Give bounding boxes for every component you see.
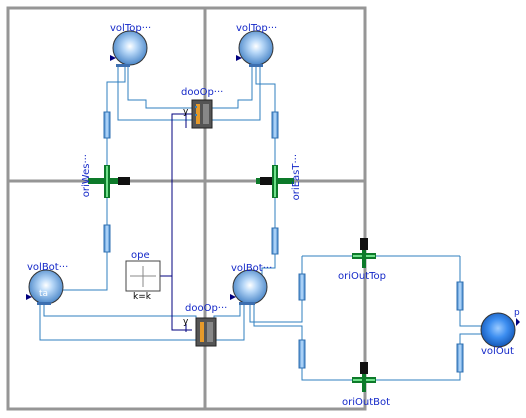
label-ope: ope (131, 250, 150, 261)
label-vol-top-west: volTop··· (110, 23, 152, 34)
label-orifice-east: oriEasT··· (291, 154, 302, 201)
label-vol-bot-west-port: ta (39, 289, 49, 299)
room-walls (6, 6, 367, 411)
pipe-resistance-west-lower[interactable] (103, 224, 111, 253)
door-bottom[interactable] (195, 317, 217, 347)
label-door-bottom: dooOp··· (185, 303, 228, 314)
label-ope-param: k=k (133, 292, 151, 302)
label-orifice-west: oriWes··· (81, 154, 92, 198)
volume-top-west[interactable] (110, 30, 148, 67)
pipe-resistance-east-upper[interactable] (271, 111, 279, 139)
orifice-west[interactable] (88, 165, 130, 198)
volume-bottom-west[interactable] (26, 269, 64, 305)
pipe-resistance-outlet-top-left[interactable] (298, 273, 306, 301)
label-orifice-outlet-bot: oriOutBot (342, 397, 391, 408)
label-vol-bot-west: volBot··· (27, 262, 69, 273)
label-door-top: dooOp··· (181, 87, 224, 98)
orifice-outlet-bot[interactable] (352, 362, 376, 392)
pipe-resistance-outlet-top-right[interactable] (456, 281, 464, 311)
orifice-outlet-top[interactable] (352, 238, 376, 268)
volume-outlet[interactable] (480, 312, 520, 348)
label-door-bottom-y: y (183, 317, 189, 327)
label-orifice-outlet-top: oriOutTop (338, 271, 387, 282)
orifice-east[interactable] (256, 165, 294, 198)
pipe-resistance-west-upper[interactable] (103, 111, 111, 139)
label-vol-outlet: volOut (481, 346, 514, 357)
pipe-resistance-outlet-bot-left[interactable] (298, 339, 306, 369)
volume-top-east[interactable] (236, 30, 274, 67)
label-door-top-y: y (183, 107, 189, 117)
volume-bottom-east[interactable] (230, 269, 268, 305)
label-vol-outlet-port: p (514, 308, 520, 318)
pipe-resistance-east-lower[interactable] (271, 227, 279, 255)
pipe-resistance-outlet-bot-right[interactable] (456, 343, 464, 373)
signal-connections (160, 113, 192, 332)
ope-gain-block[interactable] (125, 260, 161, 292)
label-vol-top-east: volTop··· (236, 23, 278, 34)
door-top[interactable] (191, 99, 213, 129)
label-vol-bot-east: volBot··· (231, 263, 273, 274)
